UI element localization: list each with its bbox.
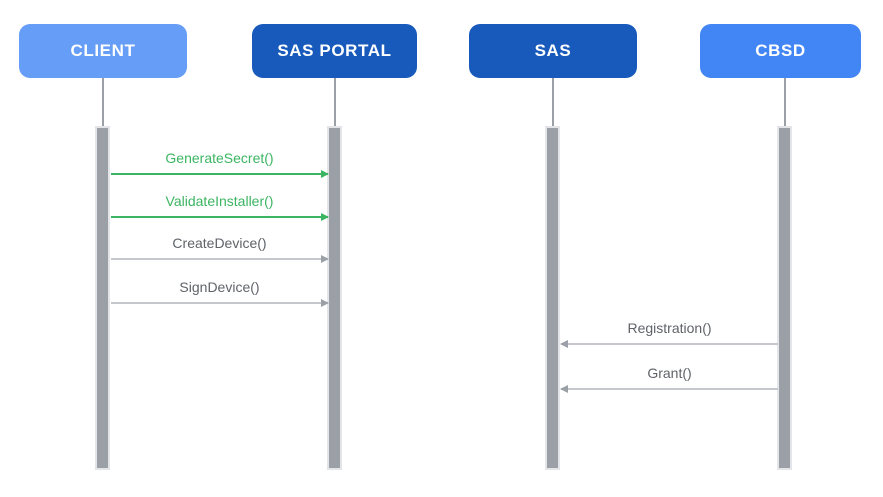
arrow-right-icon — [321, 255, 329, 263]
lifeline-sas — [552, 78, 554, 126]
message-label: Registration() — [627, 320, 712, 336]
message-create-device: CreateDevice() — [111, 235, 329, 263]
message-validate-installer: ValidateInstaller() — [111, 193, 329, 221]
arrow-left-icon — [560, 340, 568, 348]
message-arrow-line — [560, 385, 778, 393]
arrow-right-icon — [321, 299, 329, 307]
actor-box-cbsd: CBSD — [700, 24, 861, 78]
message-label: ValidateInstaller() — [165, 193, 274, 209]
message-registration: Registration() — [560, 320, 778, 348]
message-sign-device: SignDevice() — [111, 279, 329, 307]
activation-bar-sas-portal — [327, 126, 342, 470]
lifeline-client — [102, 78, 104, 126]
actor-label-cbsd: CBSD — [755, 41, 806, 60]
message-arrow-line — [111, 170, 329, 178]
actor-label-sas-portal: SAS PORTAL — [277, 41, 392, 60]
lifeline-cbsd — [784, 78, 786, 126]
message-arrow-line — [111, 255, 329, 263]
activation-bar-sas — [545, 126, 560, 470]
actor-box-client: CLIENT — [19, 24, 187, 78]
message-arrow-line — [111, 299, 329, 307]
message-label: Grant() — [647, 365, 692, 381]
activation-bar-client — [95, 126, 110, 470]
actor-label-client: CLIENT — [70, 41, 136, 60]
lifeline-sas-portal — [334, 78, 336, 126]
activation-bar-cbsd — [777, 126, 792, 470]
message-arrow-line — [111, 213, 329, 221]
message-label: SignDevice() — [179, 279, 260, 295]
actor-box-sas-portal: SAS PORTAL — [252, 24, 417, 78]
arrow-left-icon — [560, 385, 568, 393]
message-label: GenerateSecret() — [165, 150, 274, 166]
actor-label-sas: SAS — [534, 41, 572, 60]
message-label: CreateDevice() — [172, 235, 267, 251]
message-generate-secret: GenerateSecret() — [111, 150, 329, 178]
message-grant: Grant() — [560, 365, 778, 393]
arrow-right-icon — [321, 170, 329, 178]
arrow-right-icon — [321, 213, 329, 221]
message-arrow-line — [560, 340, 778, 348]
actor-box-sas: SAS — [469, 24, 637, 78]
